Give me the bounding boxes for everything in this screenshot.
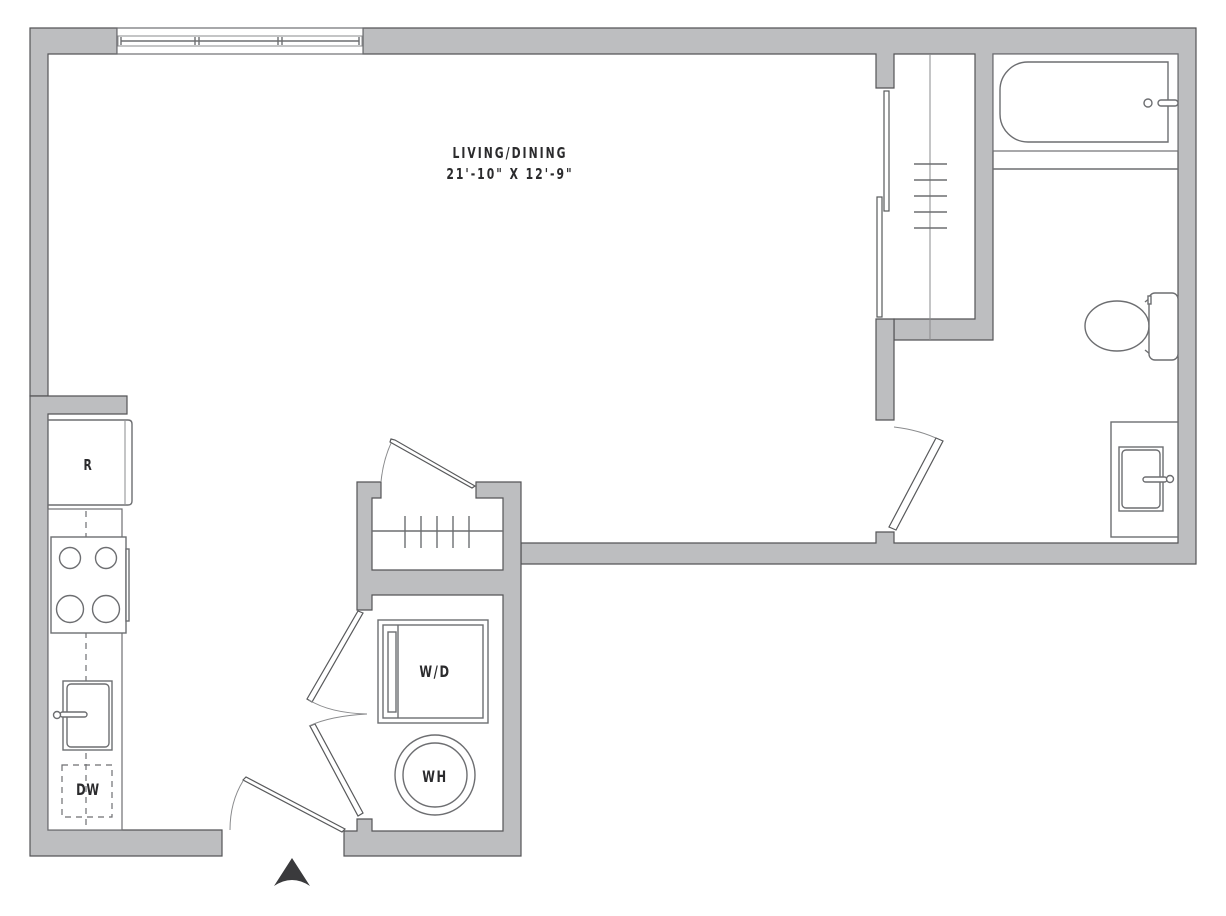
room-dimensions-living-dining: 21'-10" X 12'-9" <box>446 165 574 183</box>
entry-door <box>229 776 347 833</box>
kitchen <box>47 419 133 831</box>
dishwasher <box>61 764 113 818</box>
sliding-door-1 <box>883 90 890 212</box>
entry-arrow-icon <box>274 858 310 886</box>
laundry-closet <box>306 610 489 817</box>
toilet <box>1084 292 1179 361</box>
storage-closet <box>372 438 503 548</box>
bathroom-door <box>888 426 944 531</box>
sliding-door-2 <box>876 196 883 318</box>
washer-dryer-label: W/D <box>419 662 451 681</box>
closet-upper <box>876 54 947 340</box>
bathroom-vanity <box>1110 421 1179 538</box>
window-top <box>116 27 364 55</box>
water-heater-label: WH <box>422 767 448 786</box>
bathtub <box>999 61 1169 143</box>
walls <box>29 27 1197 857</box>
refrigerator <box>47 419 133 506</box>
room-name-living-dining: LIVING/DINING <box>452 144 568 162</box>
bathroom <box>888 53 1179 538</box>
dishwasher-label: DW <box>76 780 100 799</box>
refrigerator-label: R <box>83 456 93 474</box>
